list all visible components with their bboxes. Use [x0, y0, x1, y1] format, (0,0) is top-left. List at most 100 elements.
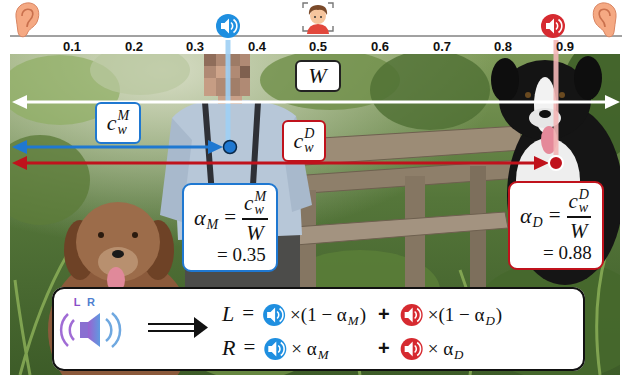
ruler — [10, 36, 622, 37]
brown-dog — [112, 250, 124, 258]
man-distance-arrow — [208, 140, 223, 154]
subscript: w — [118, 123, 127, 137]
photo — [10, 54, 620, 375]
man-speaker-icon — [216, 14, 240, 38]
gain-term: ×(1 − α — [290, 305, 347, 324]
right-ear — [593, 3, 616, 37]
man-speaker-icon — [263, 304, 285, 326]
math-symbol: c — [244, 193, 253, 214]
speaker-position-lines — [228, 40, 556, 155]
photo — [10, 54, 620, 375]
subscript: M — [207, 218, 219, 232]
panel-ground — [52, 287, 585, 371]
mapping-arrow — [148, 330, 198, 332]
math-symbol: α — [520, 205, 532, 227]
axis-tick: 0.7 — [433, 40, 451, 53]
distance-label: cwD — [282, 120, 327, 161]
dog-speaker-icon — [541, 14, 565, 38]
math-symbol: W — [246, 223, 264, 244]
axis-tick: 0.8 — [494, 40, 512, 53]
equation-panel: L=×(1 − αM)+×(1 − αD)R=× αM+× αD — [52, 287, 585, 371]
subscript: w — [254, 203, 263, 217]
axis-tick: 0.5 — [309, 40, 327, 53]
man-distance-arrow — [12, 140, 27, 154]
mapping-arrow — [148, 323, 198, 325]
black-dog — [574, 56, 602, 100]
bench — [280, 212, 508, 246]
man — [160, 54, 312, 300]
distance-label: cwM — [95, 102, 141, 143]
subscript: M — [318, 348, 329, 361]
axis-tick: 0.4 — [248, 40, 266, 53]
black-dog — [539, 110, 551, 118]
dog-distance-arrow — [534, 156, 549, 170]
man — [240, 66, 250, 78]
math-symbol: W — [570, 221, 588, 242]
stereo-speaker-icon — [112, 313, 120, 347]
gain-term: ) — [496, 305, 502, 324]
man — [204, 54, 216, 66]
gain-term: ×(1 − α — [428, 305, 485, 324]
channel-letter: R — [87, 297, 95, 308]
axis-tick: 0.1 — [63, 40, 81, 53]
brown-dog — [132, 232, 138, 238]
superscript: D — [304, 127, 314, 141]
left-ear — [16, 3, 39, 37]
dog-distance-arrow — [549, 156, 563, 170]
subscript: D — [454, 348, 463, 361]
man-speaker-icon — [264, 338, 286, 360]
listener-icon — [309, 5, 327, 15]
width-arrow — [605, 95, 620, 109]
foliage — [10, 54, 620, 375]
dog-speaker-icon — [405, 342, 421, 357]
stereo-speaker-icon — [61, 313, 120, 347]
man-speaker-icon — [221, 19, 237, 34]
man-speaker-icon — [263, 304, 285, 326]
foliage — [90, 54, 190, 95]
subscript: D — [485, 314, 494, 327]
listener-icon — [307, 24, 329, 34]
subscript: w — [579, 201, 588, 215]
math-symbol: α — [194, 207, 206, 229]
mapping-arrow — [148, 317, 208, 338]
man-distance-arrow — [224, 141, 237, 154]
man — [204, 78, 216, 96]
listener-icon — [314, 16, 316, 18]
operator: = — [242, 303, 254, 324]
right-ear — [599, 9, 610, 27]
brown-dog — [98, 232, 104, 238]
gain-term: × α — [428, 339, 453, 358]
gain-term: × α — [291, 339, 316, 358]
math-symbol: c — [107, 112, 117, 134]
operator: = — [224, 207, 236, 228]
dog-distance-arrow — [12, 156, 27, 170]
stereo-speaker-icon — [70, 320, 74, 340]
dog-speaker-icon — [401, 338, 423, 360]
value-text: = 0.88 — [543, 243, 592, 262]
black-dog — [491, 58, 519, 102]
dog-distance-arrow — [24, 162, 538, 165]
dog-speaker-icon — [546, 19, 562, 34]
stereo-speaker-icon — [106, 319, 111, 341]
channel-name: R — [222, 337, 235, 359]
black-dog — [525, 92, 531, 98]
man-speaker-icon — [268, 342, 284, 357]
dog-speaker-icon — [401, 304, 423, 326]
mapping-arrow — [194, 317, 208, 338]
fraction-bar — [242, 218, 268, 220]
subscript: w — [304, 141, 313, 155]
black-dog — [559, 92, 565, 98]
speaker-position-lines — [226, 40, 231, 140]
left-ear — [16, 3, 39, 37]
width-arrow — [12, 95, 27, 109]
subscript: M — [348, 314, 359, 327]
subscript: D — [533, 216, 543, 230]
width-symbol: W — [308, 65, 326, 87]
superscript: M — [118, 109, 130, 123]
math-symbol: c — [569, 191, 578, 212]
axis-tick: 0.6 — [371, 40, 389, 53]
left-ear — [22, 9, 33, 27]
operator: = — [549, 205, 561, 226]
channel-letter: L — [74, 297, 81, 308]
channel-name: L — [222, 303, 234, 325]
